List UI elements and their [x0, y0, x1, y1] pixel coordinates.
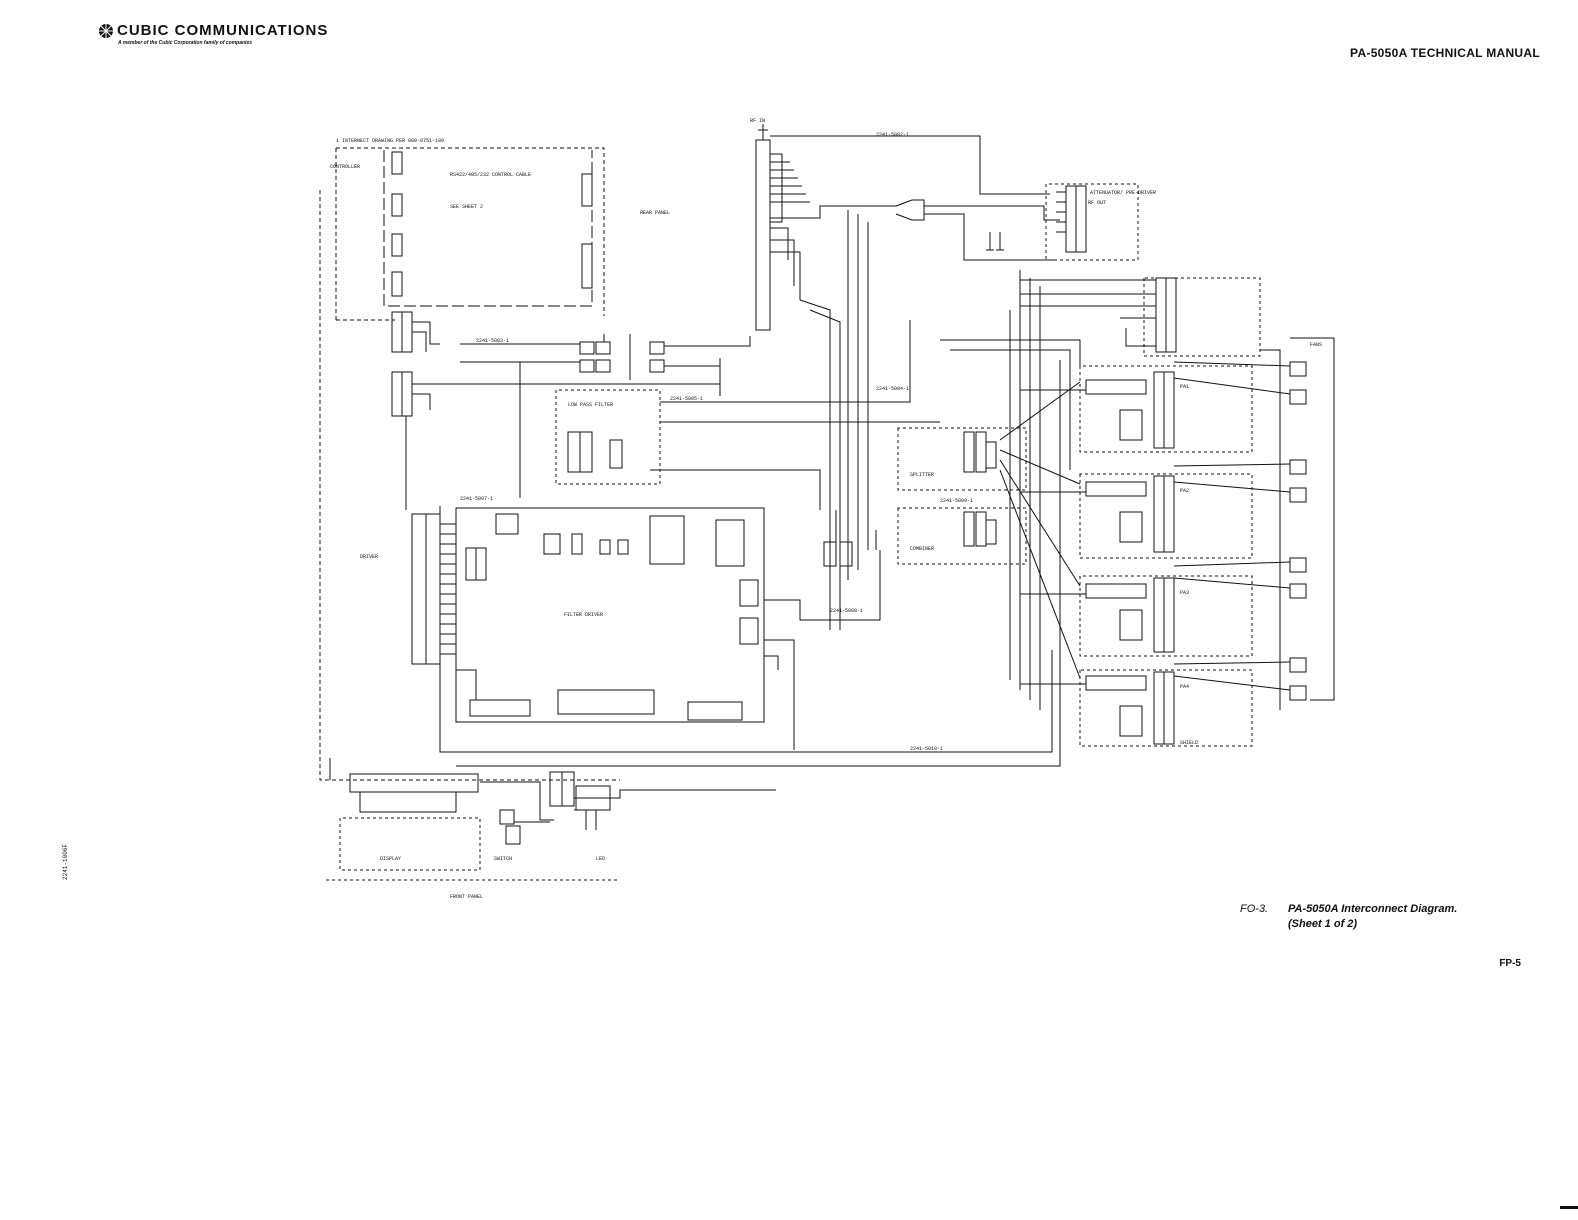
attenuator-module [986, 183, 1139, 261]
pa3-label: PA3 [1180, 590, 1189, 596]
splitter-combiner-modules [823, 427, 1027, 567]
led-label: LED [596, 856, 605, 862]
figure-caption: FO-3. PA-5050A Interconnect Diagram. (She… [1240, 902, 1457, 932]
relay-block [460, 334, 751, 498]
cable-label-3: 2241-5004-1 [876, 386, 909, 392]
company-name: CUBIC COMMUNICATIONS [117, 22, 329, 39]
low-pass-filter-label: LOW PASS FILTER [568, 402, 613, 408]
pa2-label: PA2 [1180, 488, 1189, 494]
rf-in-label: RF IN [750, 118, 765, 124]
pa-harness [940, 270, 1086, 710]
manual-title: PA-5050A TECHNICAL MANUAL [1350, 46, 1540, 60]
cable-label-4: 2241-5005-1 [670, 396, 703, 402]
company-tagline: A member of the Cubic Corporation family… [118, 40, 252, 46]
front-panel-components [326, 771, 776, 881]
cable-label-6: 2241-5008-1 [830, 608, 863, 614]
cable-label-1: 2241-5002-1 [876, 132, 909, 138]
filter-driver-label: FILTER DRIVER [564, 612, 603, 618]
edge-mark [1560, 1206, 1578, 1209]
rf-input-connector [755, 124, 810, 331]
interconnect-diagram: 1 INTERNECT DRAWING PER 000-0751-100 RS4… [319, 118, 1335, 900]
rf-main-lines [770, 135, 1060, 630]
rf-out-label: RF OUT [1088, 200, 1106, 206]
rear-panel-label: REAR PANEL [640, 210, 670, 216]
driver-module [1020, 277, 1261, 357]
pa1-label: PA1 [1180, 384, 1189, 390]
display-label: DISPLAY [380, 856, 401, 862]
figure-title: PA-5050A Interconnect Diagram. [1288, 903, 1458, 915]
figure-number: FO-3. [1240, 903, 1269, 915]
cable-label-5: 2241-5007-1 [460, 496, 493, 502]
switch-label: SWITCH [494, 856, 512, 862]
cubic-logo-icon [99, 23, 113, 38]
figure-subtitle: (Sheet 1 of 2) [1288, 918, 1358, 930]
combiner-label: COMBINER [910, 546, 934, 552]
bottom-bus [329, 360, 1061, 780]
controller-label: CONTROLLER [330, 164, 360, 170]
see-sheet-label: SEE SHEET 2 [450, 204, 483, 210]
front-panel-label: FRONT PANEL [450, 894, 483, 900]
shield-label: SHIELD [1180, 740, 1198, 746]
page-number: FP-5 [1499, 958, 1521, 969]
pa4-label: PA4 [1180, 684, 1189, 690]
cable-label-7: 2241-5009-1 [940, 498, 973, 504]
filter-driver-board [411, 507, 795, 750]
control-cable-label: RS422/485/232 CONTROL CABLE [450, 172, 531, 178]
side-document-code: 2241-1006F [62, 843, 69, 880]
driver-label: DRIVER [360, 554, 378, 560]
pa-modules [1079, 365, 1253, 747]
control-cable-box [383, 150, 593, 307]
attenuator-label: ATTENUATOR/ PRE-DRIVER [1090, 190, 1156, 196]
fans-label: FANS [1310, 342, 1322, 348]
cable-label-2: 2241-5003-1 [476, 338, 509, 344]
cable-label-8: 2241-5010-1 [910, 746, 943, 752]
company-logo: CUBIC COMMUNICATIONS A member of the Cub… [98, 22, 398, 46]
splitter-label: SPLITTER [910, 472, 934, 478]
drawing-note: 1 INTERNECT DRAWING PER 000-0751-100 [336, 138, 444, 144]
low-pass-filter-module [555, 320, 940, 510]
rear-panel-boundary [319, 147, 620, 781]
fans-block [1173, 337, 1335, 710]
